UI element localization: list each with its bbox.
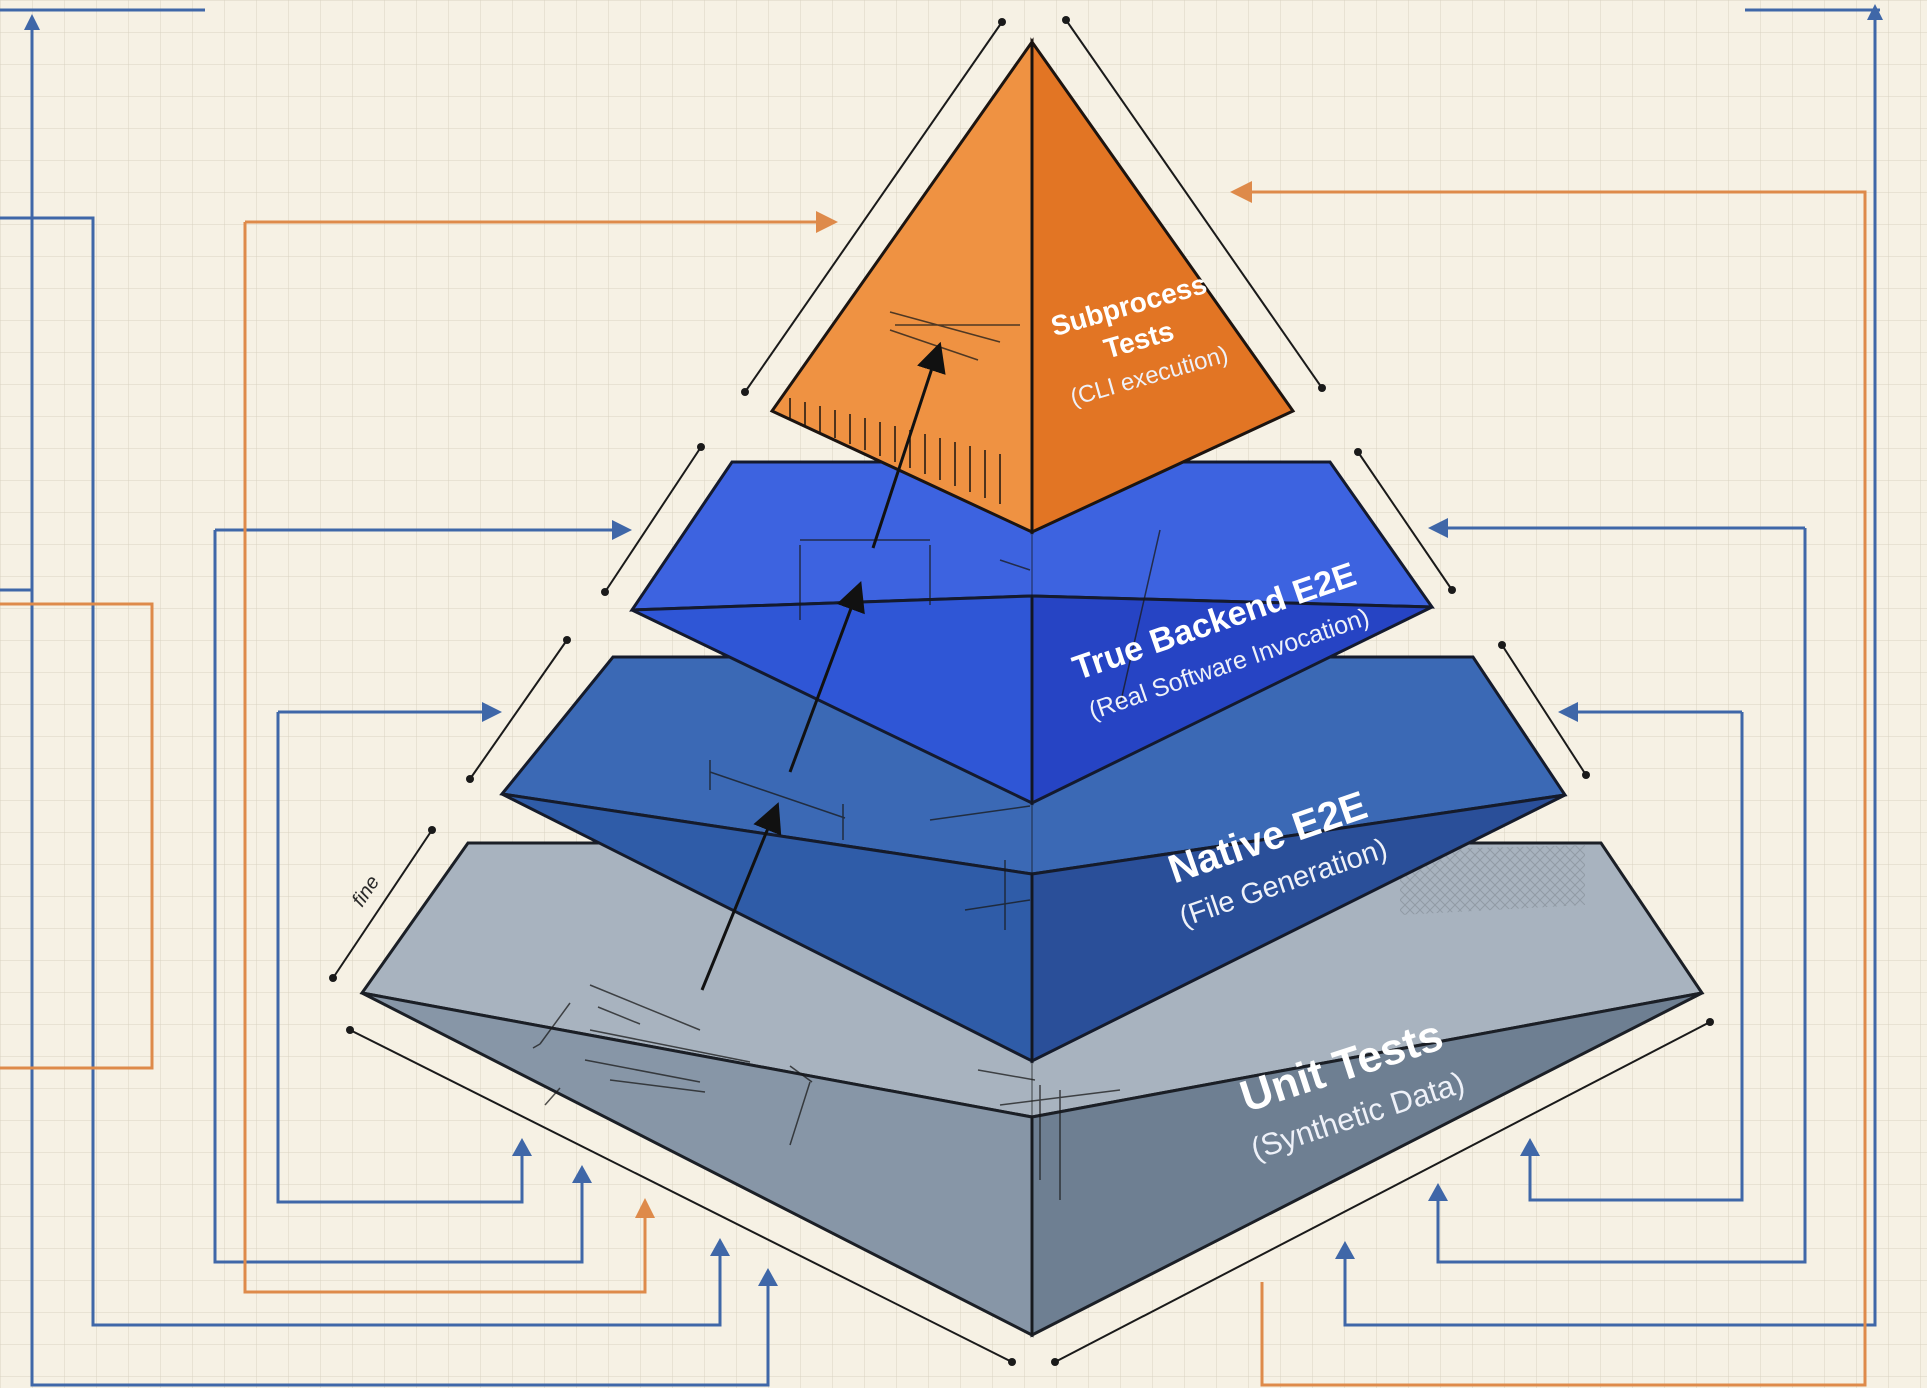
backend-right-face [1030,594,1433,806]
connector-arrowheads-orange [635,181,1252,1218]
dimension-ticks [329,16,1714,1366]
flow-arrows [700,341,946,991]
connector-arrowheads-blue [24,4,1883,1286]
native-right-face [1030,793,1566,1064]
subprocess-hatch [789,398,1001,504]
construction-lines [532,311,1161,1200]
tier-true-backend-e2e [629,460,1435,806]
tier-subprocess-tests [769,37,1296,535]
unit-right-face [1030,991,1703,1338]
connector-lines-blue [0,8,1880,1387]
dimension-lines [332,19,1711,1363]
subprocess-right-face [1030,37,1296,535]
unit-hatch [1400,845,1585,915]
connector-lines-orange [0,190,1867,1387]
